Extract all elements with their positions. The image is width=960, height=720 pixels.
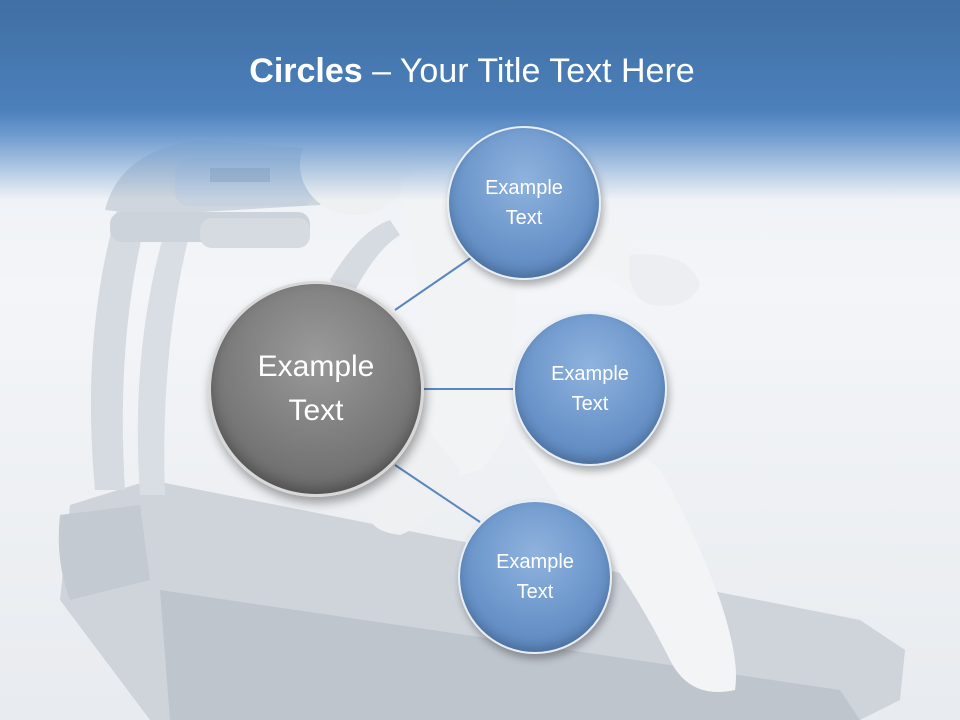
slide-title: Circles – Your Title Text Here (0, 52, 944, 91)
title-rest: – Your Title Text Here (362, 52, 695, 90)
node-circle-2[interactable]: Example Text (513, 312, 667, 466)
connector-1 (394, 254, 476, 311)
node-2-label-line2: Text (571, 393, 609, 415)
node-2-label-line1: Example (551, 363, 629, 385)
node-circle-1[interactable]: Example Text (447, 126, 601, 280)
node-circle-3[interactable]: Example Text (458, 500, 612, 654)
center-circle[interactable]: Example Text (208, 281, 424, 497)
node-3-label-line1: Example (496, 551, 574, 573)
node-1-label-line1: Example (485, 177, 563, 199)
node-1-label-line2: Text (505, 207, 543, 229)
connector-3 (394, 464, 481, 523)
center-circle-label-line1: Example (257, 350, 375, 383)
node-3-label-line2: Text (516, 581, 554, 603)
title-bold: Circles (249, 52, 363, 90)
center-circle-label-line2: Text (288, 394, 344, 427)
